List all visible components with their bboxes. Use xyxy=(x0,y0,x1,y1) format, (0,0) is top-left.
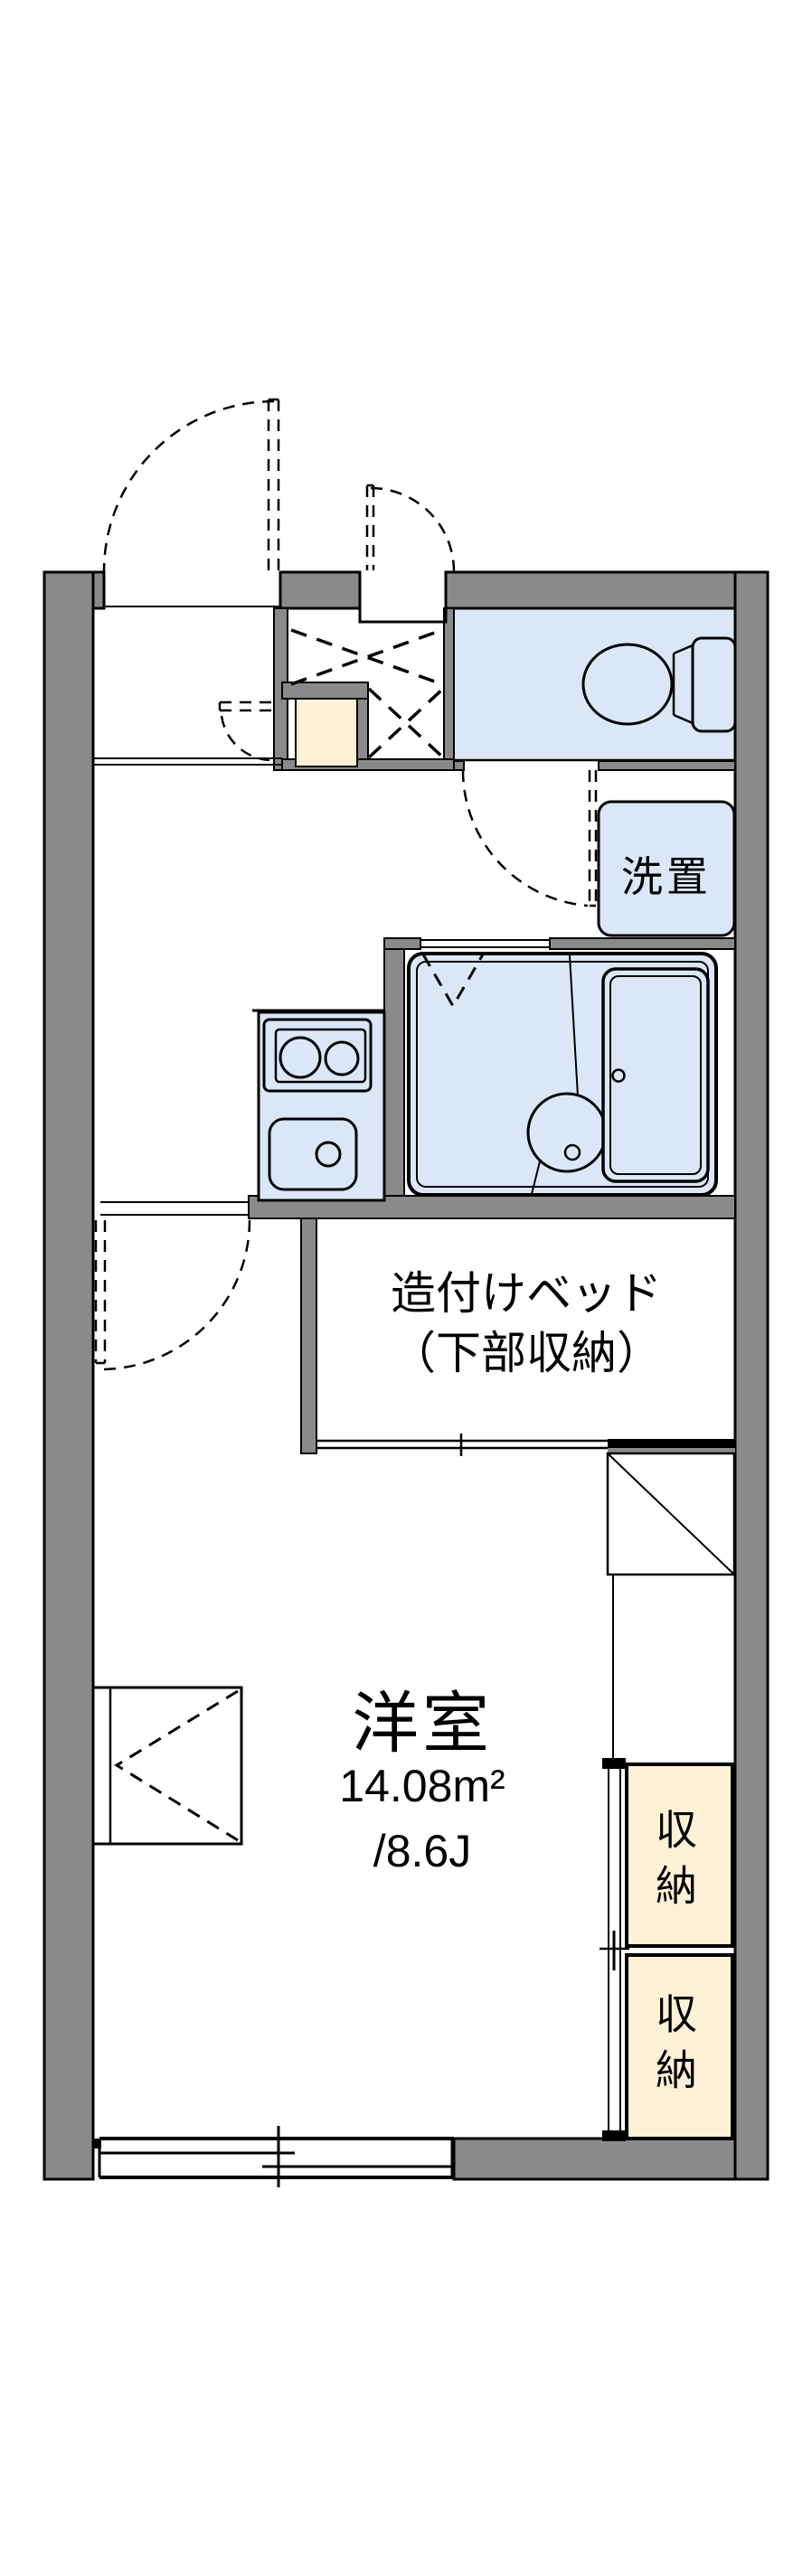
main-room-area-m2: 14.08m² xyxy=(339,1761,505,1811)
entrance-recess xyxy=(358,572,448,624)
hall-door-swing xyxy=(218,700,278,762)
exterior-walls xyxy=(42,570,770,2181)
kitchen-sink-icon xyxy=(268,1117,358,1191)
room-door-swing xyxy=(94,1219,251,1371)
refrigerator-space xyxy=(606,1452,736,1758)
bathtub-icon xyxy=(601,967,710,1183)
thresholds xyxy=(93,606,550,1216)
closet-sliding-door xyxy=(600,1758,629,2141)
main-room-area-tatami: /8.6J xyxy=(373,1826,472,1876)
bed-area-label-line1: 造付けベッド xyxy=(391,1268,662,1319)
storage-upper-label: 収納 xyxy=(650,1808,697,1920)
storage-box-upper xyxy=(625,1763,734,1948)
sliding-window xyxy=(98,2126,454,2187)
bath-door-mark xyxy=(421,954,485,1009)
entrance-door-swing xyxy=(102,398,280,572)
toilet-door-swing xyxy=(461,769,598,907)
bed-area-label-line2: （下部収納） xyxy=(391,1328,662,1378)
built-in-bed-edge xyxy=(316,1434,608,1456)
toilet-icon xyxy=(581,636,737,733)
main-room-name: 洋室 xyxy=(352,1686,493,1761)
genkan-cross-marks xyxy=(290,628,445,759)
counter-box xyxy=(91,1686,243,1846)
storage-lower-label: 収納 xyxy=(650,1992,697,2104)
bed-area-label: 造付けベッド （下部収納） xyxy=(317,1264,735,1383)
storage-box-lower xyxy=(625,1953,734,2140)
washer-space-label: 洗置 xyxy=(621,853,712,900)
stove-two-burners xyxy=(262,1018,373,1093)
step-board xyxy=(295,698,358,767)
washing-machine-space xyxy=(597,800,736,937)
storage-door-swing xyxy=(365,484,456,572)
